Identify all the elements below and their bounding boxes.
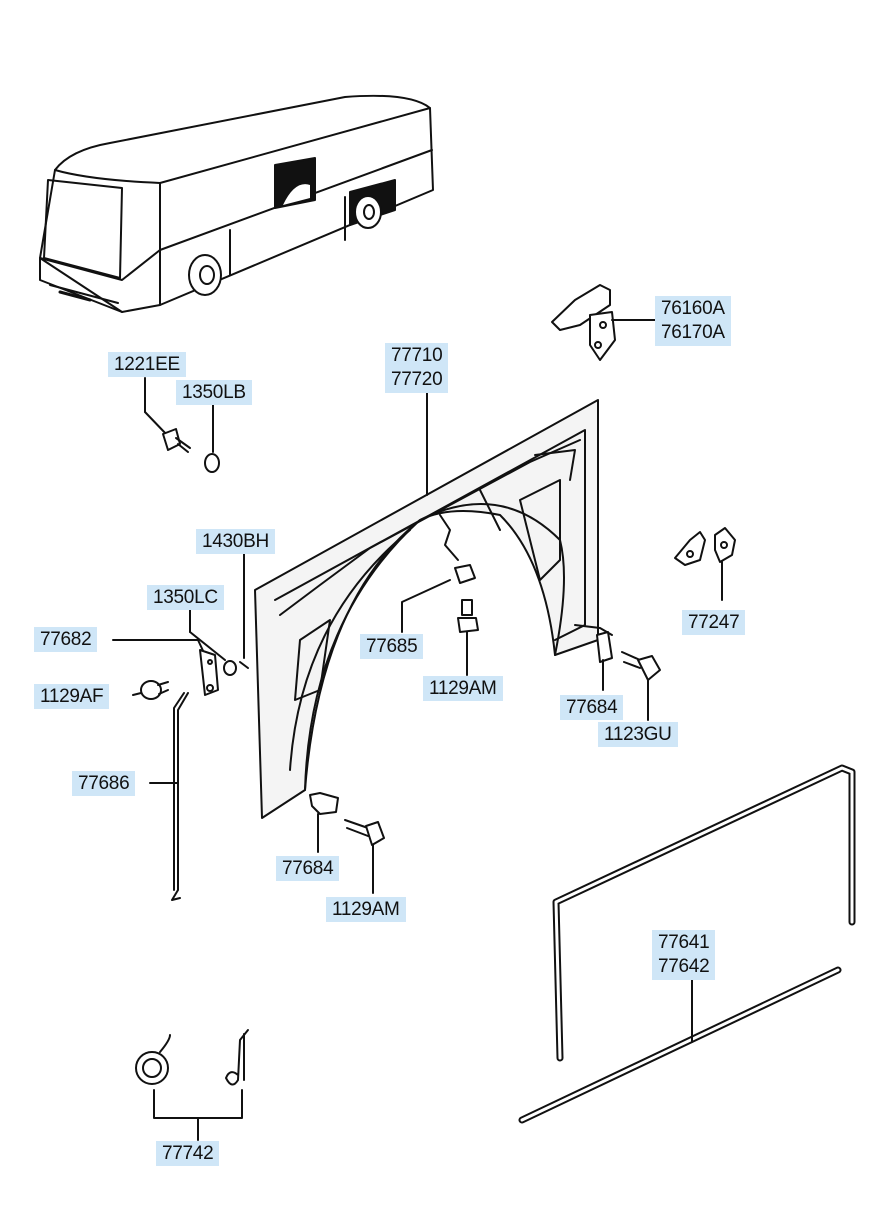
bolt-1129am-lower-part [344, 819, 385, 894]
label-1129am-lower: 1129AM [326, 897, 406, 922]
label-1350lc: 1350LC [147, 585, 224, 610]
pin-1430bh-part [239, 552, 249, 669]
label-1123gu: 1123GU [598, 722, 678, 747]
bracket-76160a-part [551, 284, 656, 361]
label-77684-lower: 77684 [276, 856, 340, 881]
knob-1129af-part [132, 680, 169, 700]
label-1129am-upper: 1129AM [423, 676, 503, 701]
clips-77742-part [135, 1029, 249, 1141]
bracket-77685-part [401, 564, 476, 633]
bolt-1129am-upper-part [457, 599, 479, 676]
panel-77710-part [254, 391, 599, 819]
weatherstrip-77641-part [518, 764, 856, 1124]
label-77685: 77685 [360, 634, 424, 659]
washer-1350lb-part [204, 404, 220, 473]
label-77686: 77686 [72, 771, 136, 796]
bolt-1123gu-part [621, 651, 661, 721]
bracket-77684-lower-part [309, 792, 339, 853]
rod-77686-part [149, 692, 189, 901]
label-77247: 77247 [682, 610, 746, 635]
label-1350lb: 1350LB [176, 380, 252, 405]
label-77684-right: 77684 [560, 695, 624, 720]
label-1430bh: 1430BH [196, 529, 275, 554]
clip-77247-part [674, 527, 736, 601]
label-77742: 77742 [156, 1141, 220, 1166]
hinge-77682-part [112, 639, 219, 696]
label-1129af: 1129AF [34, 684, 110, 709]
bus-illustration [39, 94, 434, 313]
bolt-1221ee-part [144, 377, 191, 453]
bracket-77684-right-part [574, 624, 613, 691]
washer-1350lc-part [189, 609, 237, 676]
label-77682: 77682 [34, 627, 98, 652]
label-1221ee: 1221EE [108, 352, 186, 377]
